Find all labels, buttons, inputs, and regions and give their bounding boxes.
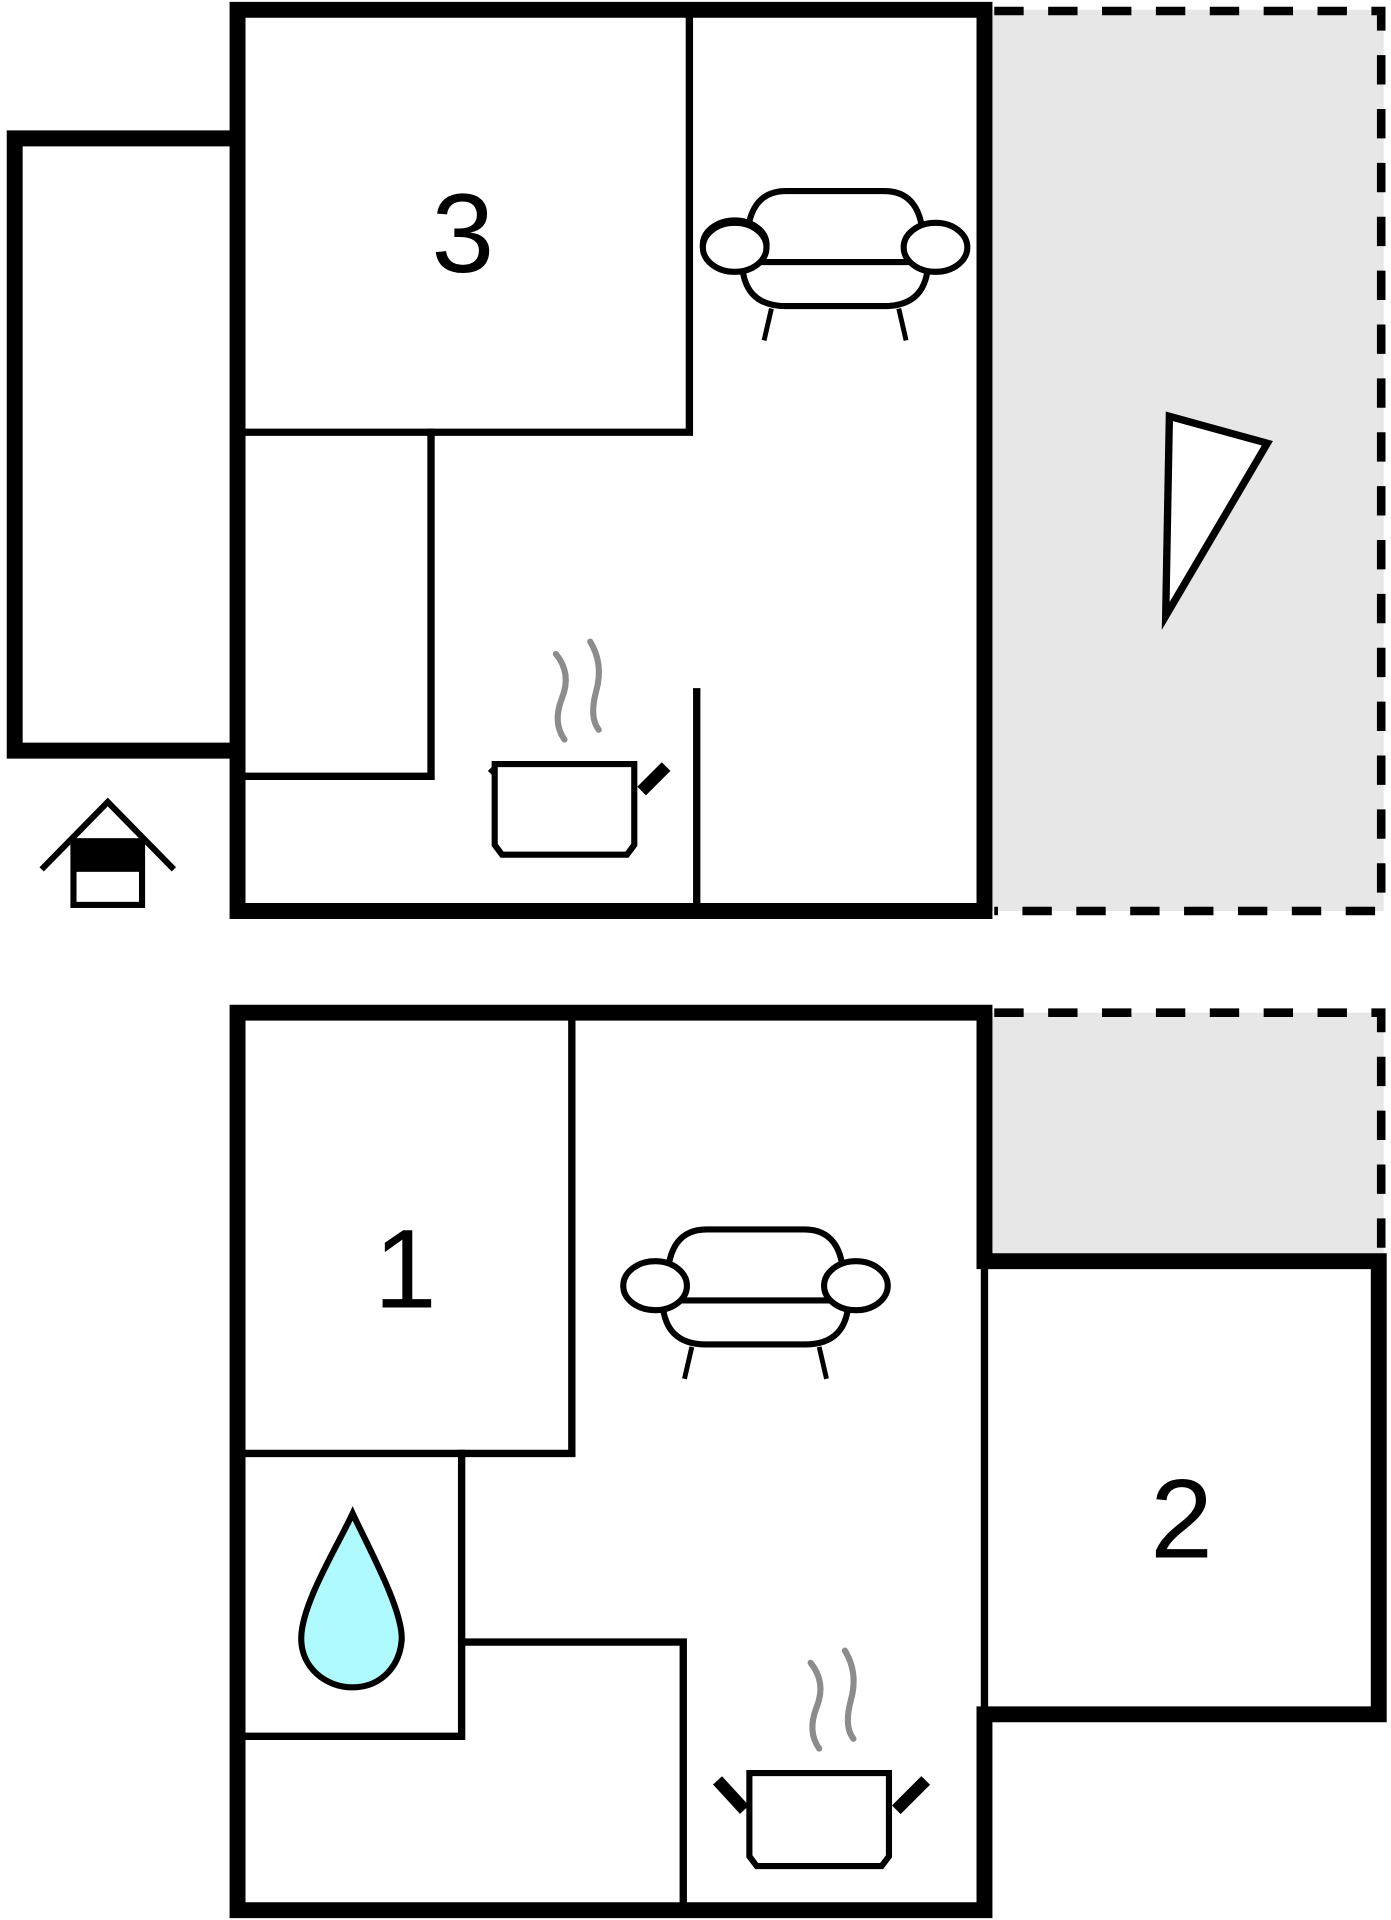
house-entrance-icon: [39, 797, 177, 908]
lower-outer-wall: [229, 1004, 1387, 1919]
compass-triangle-icon: [1161, 411, 1273, 630]
cooking-pot-icon: [487, 638, 671, 858]
upper-outer-wall: [229, 1, 993, 919]
lower-terrace-dashed-outline: [994, 1008, 1386, 1254]
cooking-pot-icon: [713, 1647, 931, 1870]
storage-upper-walls: [237, 428, 435, 780]
room-label-1: 1: [374, 1206, 437, 1332]
bathroom-walls: [238, 1449, 466, 1740]
sofa-icon: [699, 187, 971, 341]
annex-left-outline: [6, 130, 246, 759]
sofa-icon: [620, 1226, 891, 1380]
room-label-2: 2: [1150, 1456, 1213, 1582]
lower-terrace: [991, 1012, 1384, 1256]
upper-floor: 3: [6, 1, 1386, 919]
bedroom-1-walls: [238, 1012, 576, 1458]
upper-terrace-dashed-outline: [994, 6, 1386, 916]
room-label-3: 3: [432, 170, 495, 296]
bedroom-3-walls: [233, 11, 694, 436]
lower-floor: 1 2: [229, 1004, 1387, 1919]
utility-walls: [457, 1638, 687, 1909]
water-drop-icon: [298, 1506, 405, 1691]
